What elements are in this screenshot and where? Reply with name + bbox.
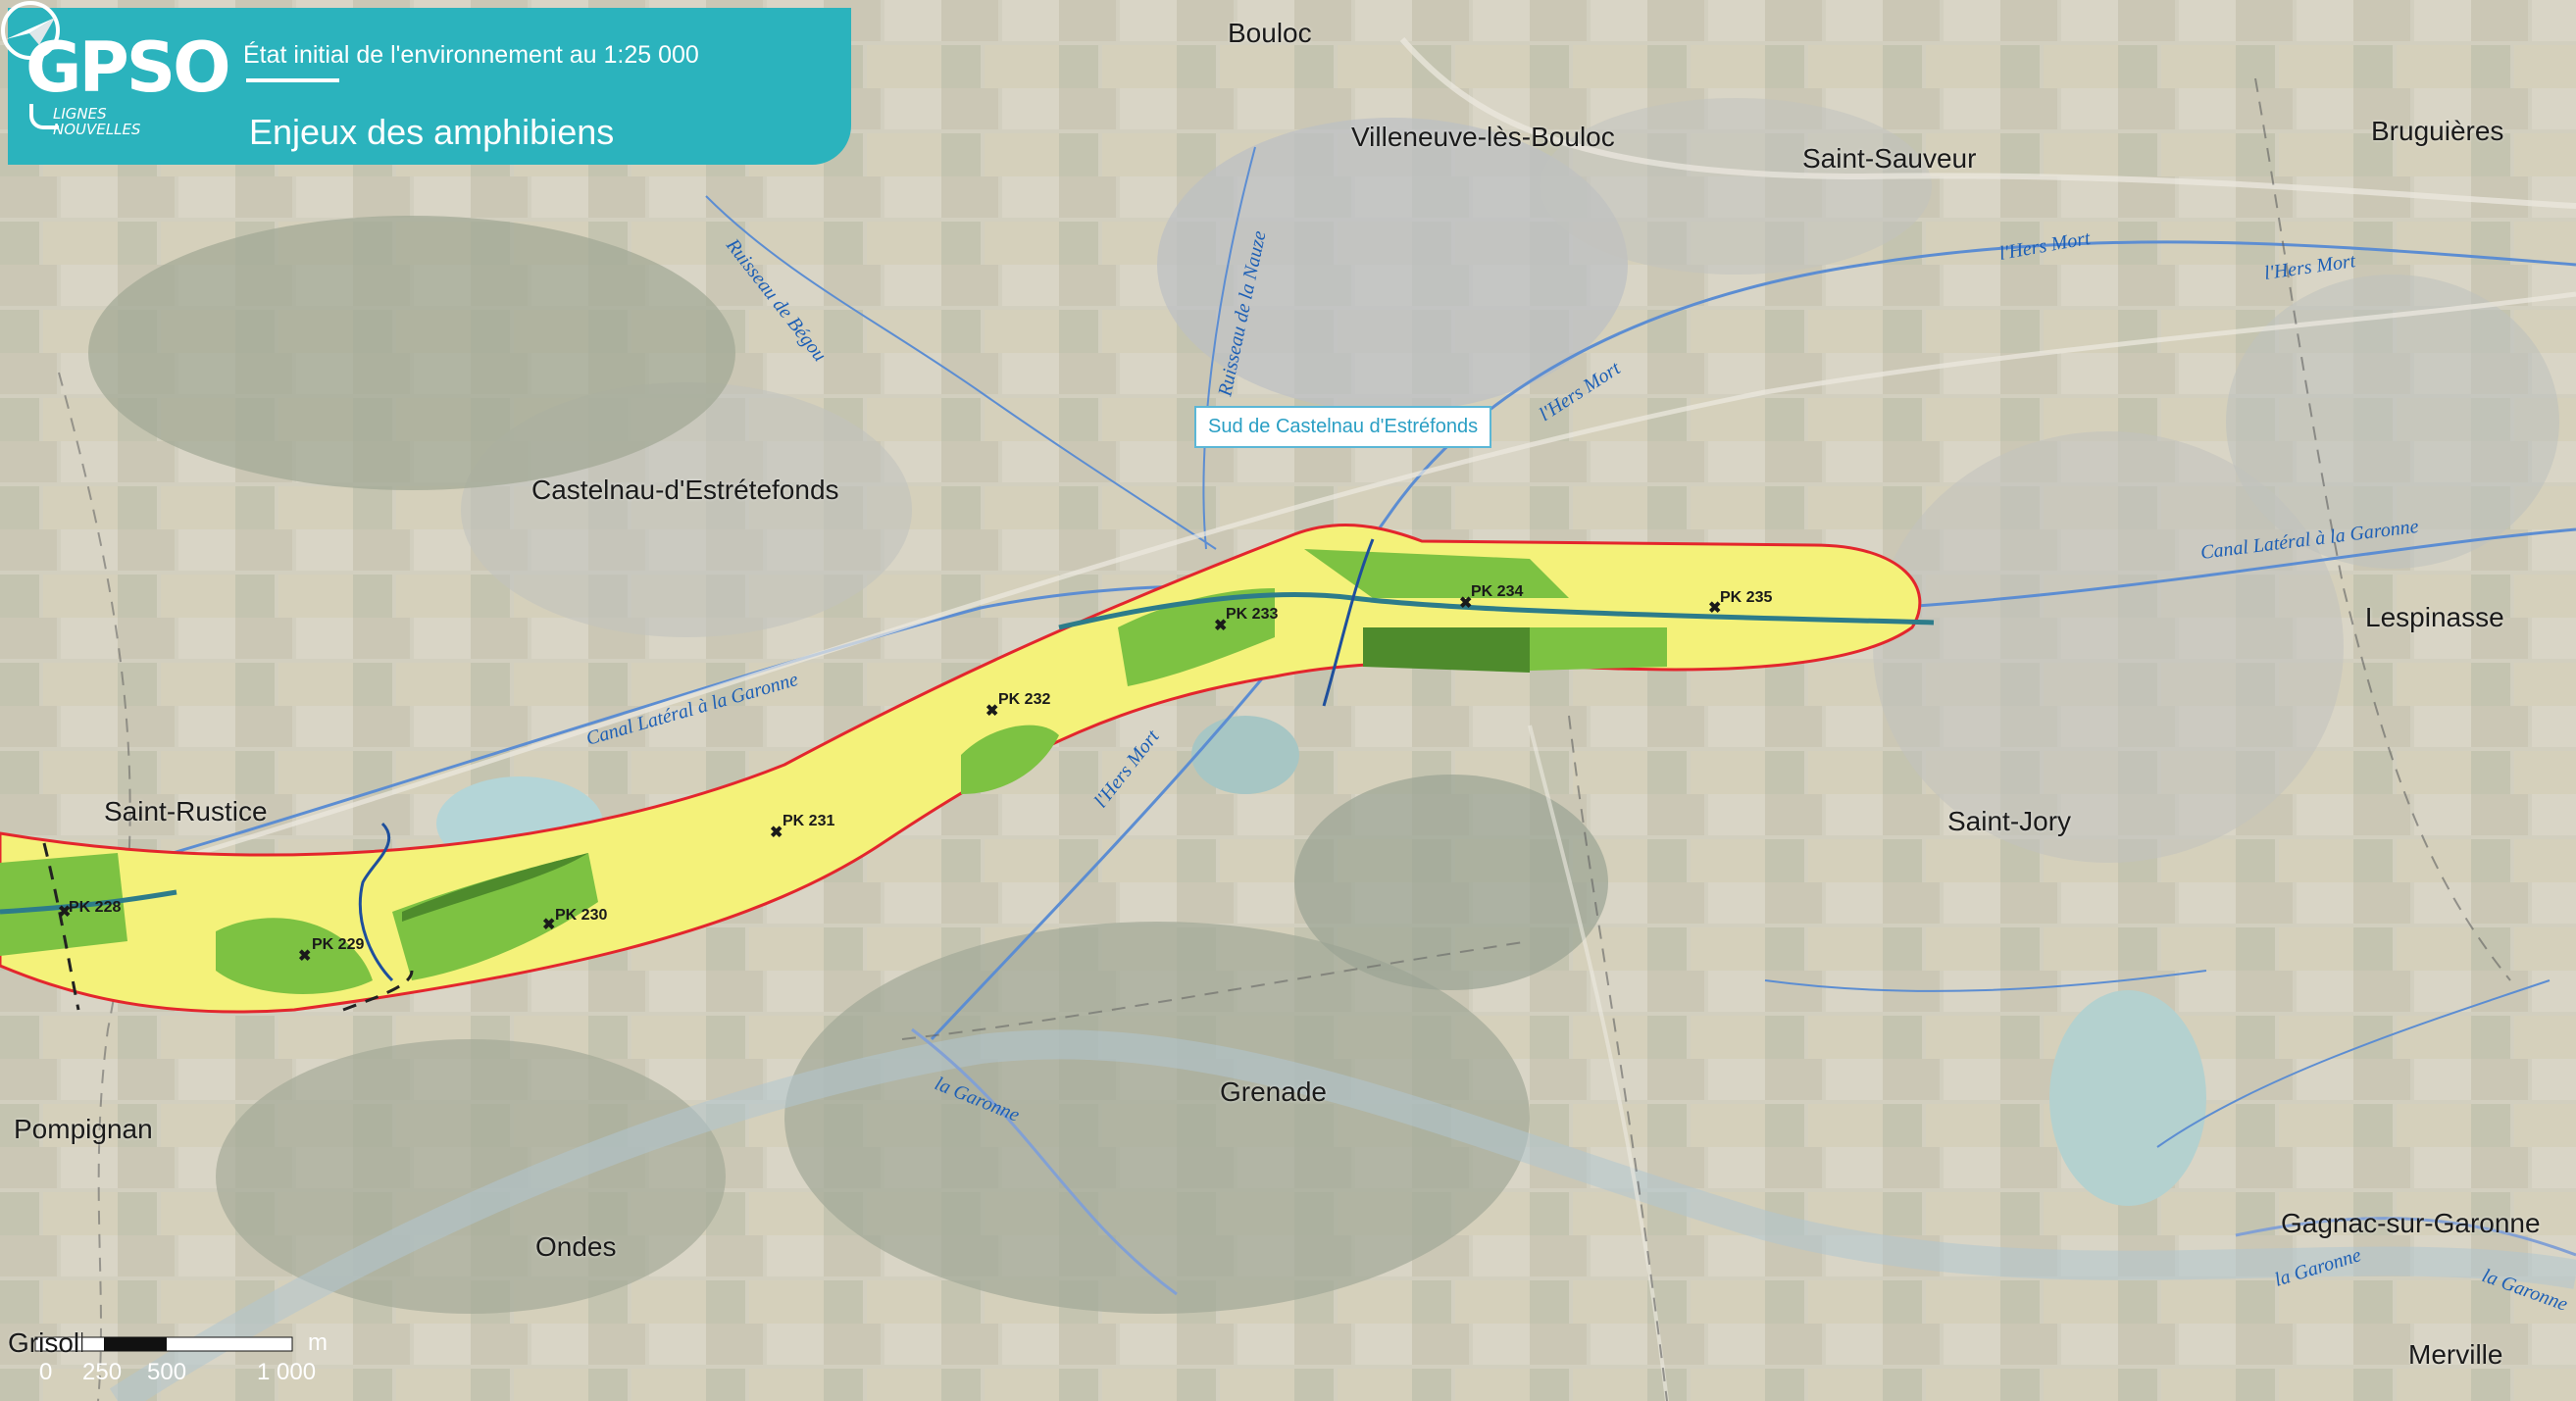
garonne-channel [2235, 1217, 2576, 1257]
urban-area [1157, 118, 1628, 412]
scale-label-250: 250 [82, 1359, 123, 1385]
pk-marker-232: ✖PK 232 [985, 691, 1050, 720]
pk-label: PK 231 [783, 813, 834, 829]
svg-text:✖: ✖ [1459, 595, 1472, 612]
amphibian-habitat [1304, 549, 1569, 598]
town-label-merville: Merville [2408, 1339, 2503, 1370]
town-label-bruguieres: Bruguières [2371, 116, 2504, 146]
amphibian-habitat [1118, 588, 1275, 686]
commune-boundary [342, 970, 414, 1012]
header-divider [246, 78, 339, 82]
town-label-saint-rustice: Saint-Rustice [104, 796, 268, 826]
scale-label-0: 0 [39, 1359, 53, 1385]
commune-boundary [42, 842, 80, 1011]
garonne-river [109, 1029, 2576, 1401]
amphibian-habitat [216, 918, 373, 994]
stream [1764, 970, 2207, 992]
pk-label: PK 229 [312, 936, 364, 953]
logo-text: GPSO [25, 27, 231, 108]
forest-area [216, 1039, 726, 1314]
stream [2156, 979, 2551, 1148]
commune-boundary [901, 940, 1531, 1040]
pk-label: PK 228 [69, 899, 121, 916]
urban-area [1873, 431, 2344, 863]
commune-boundary [1568, 715, 1668, 1401]
svg-text:✖: ✖ [1708, 600, 1721, 617]
pk-label: PK 232 [998, 691, 1050, 708]
town-label-grisolles: Grisolles [8, 1327, 115, 1358]
logo-sub-line2: NOUVELLES [53, 121, 141, 138]
map-title: Enjeux des amphibiens [249, 112, 615, 152]
amphibian-habitat [961, 725, 1059, 794]
town-label-villeneuve: Villeneuve-lès-Bouloc [1351, 122, 1615, 152]
svg-text:✖: ✖ [770, 825, 783, 841]
stream-crossing [358, 822, 394, 982]
existing-railway [1058, 592, 1935, 630]
amphibian-habitat [402, 853, 588, 922]
svg-text:✖: ✖ [985, 703, 998, 720]
pk-label: PK 235 [1720, 589, 1772, 606]
amphibian-habitat [1530, 627, 1667, 671]
pk-marker-230: ✖PK 230 [542, 907, 607, 933]
urban-area [2226, 275, 2559, 569]
urban-area [1540, 98, 1932, 275]
forest-area [784, 922, 1530, 1314]
town-label-lespinasse: Lespinasse [2365, 602, 2504, 632]
pk-marker-235: ✖PK 235 [1708, 589, 1772, 617]
town-label-gagnac: Gagnac-sur-Garonne [2281, 1208, 2541, 1238]
pk-label: PK 233 [1226, 606, 1278, 623]
stream [1202, 146, 1256, 550]
north-arrow-icon [1, 1, 60, 60]
commune-boundary [2254, 77, 2511, 981]
hers-mort-crossing [1322, 538, 1375, 707]
town-label-bouloc: Bouloc [1228, 18, 1312, 48]
town-label-pompignan: Pompignan [14, 1114, 153, 1144]
road [1399, 37, 2576, 209]
pk-marker-233: ✖PK 233 [1214, 606, 1278, 634]
gpso-logo: GPSO LIGNES NOUVELLES [25, 33, 231, 141]
scale-bar [34, 1336, 293, 1352]
scale-label-500: 500 [147, 1359, 187, 1385]
town-label-saint-sauveur: Saint-Sauveur [1802, 143, 1977, 174]
logo-sub-line1: LIGNES [53, 105, 107, 123]
forest-area [88, 216, 735, 490]
pk-label: PK 234 [1471, 583, 1523, 600]
amphibian-habitat [1363, 627, 1530, 673]
amphibian-habitat [0, 853, 127, 956]
svg-text:✖: ✖ [58, 904, 71, 921]
pk-label: PK 230 [555, 907, 607, 924]
town-label-saint-jory: Saint-Jory [1947, 806, 2072, 836]
scale-unit: m [308, 1329, 328, 1356]
svg-text:✖: ✖ [542, 917, 555, 933]
town-label-castelnau: Castelnau-d'Estrétefonds [531, 475, 839, 505]
station-label: Sud de Castelnau d'Estréfonds [1194, 406, 1492, 448]
pk-marker-228: ✖PK 228 [58, 899, 121, 921]
svg-text:✖: ✖ [298, 948, 311, 965]
logo-subtitle: LIGNES NOUVELLES [53, 106, 210, 137]
garonne-channel [911, 1027, 1178, 1296]
logo-swoosh-icon [29, 104, 59, 129]
lake [2049, 990, 2206, 1206]
forest-area [1294, 775, 1608, 990]
amphibian-habitat [392, 853, 598, 980]
existing-railway [0, 889, 177, 915]
town-label-grenade: Grenade [1220, 1076, 1327, 1107]
map-header: GPSO LIGNES NOUVELLES État initial de l'… [8, 8, 851, 165]
stream [705, 195, 1217, 550]
svg-text:✖: ✖ [1214, 618, 1227, 634]
scale-label-1000: 1 000 [257, 1359, 317, 1385]
lake [1191, 716, 1299, 794]
pk-marker-234: ✖PK 234 [1459, 583, 1523, 612]
town-label-ondes: Ondes [535, 1231, 617, 1262]
road [0, 291, 2576, 915]
road [1528, 725, 1669, 1401]
hers-mort-river [930, 240, 2576, 1041]
map-subtitle: État initial de l'environnement au 1:25 … [243, 41, 699, 69]
pk-marker-229: ✖PK 229 [298, 936, 364, 965]
pk-marker-231: ✖PK 231 [770, 813, 834, 841]
